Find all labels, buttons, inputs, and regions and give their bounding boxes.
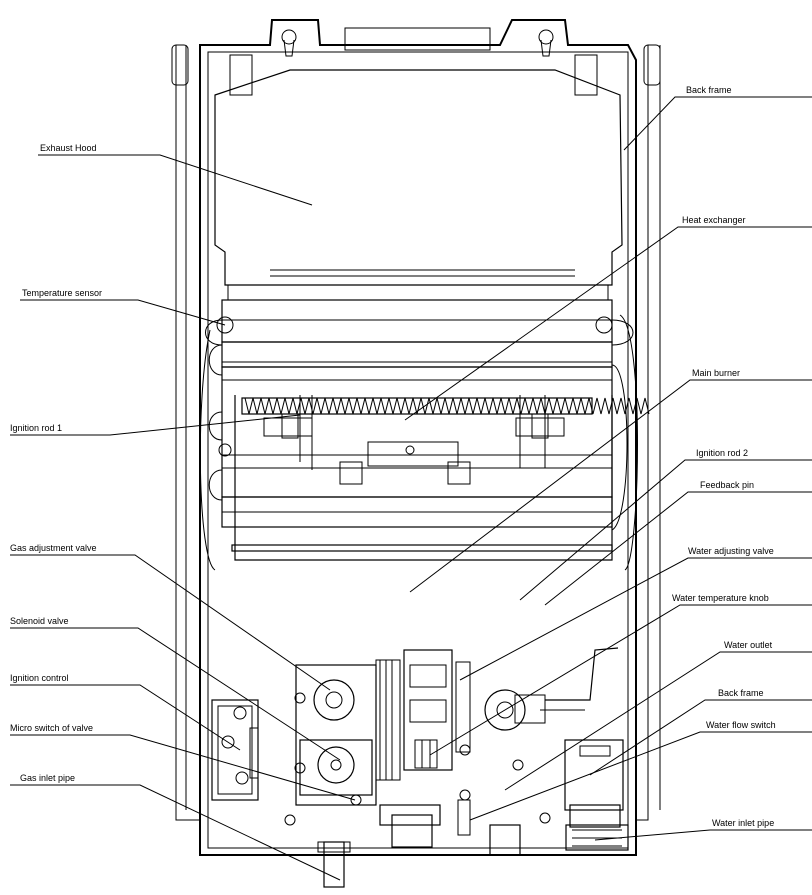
- main-burner: [234, 395, 650, 561]
- control-assembly: [211, 544, 629, 888]
- label-heat-exchanger: Heat exchanger: [682, 215, 746, 225]
- labels-right: Back frame Heat exchanger Main burner Ig…: [672, 85, 776, 828]
- label-feedback-pin: Feedback pin: [700, 480, 754, 490]
- leader-lines: [10, 96, 812, 881]
- heat-exchanger: [199, 299, 638, 571]
- label-water-temperature-knob: Water temperature knob: [672, 593, 769, 603]
- label-back-frame-top: Back frame: [686, 85, 732, 95]
- heater-body: [171, 19, 661, 856]
- exhaust-hood: [214, 69, 623, 301]
- label-ignition-control: Ignition control: [10, 673, 69, 683]
- label-main-burner: Main burner: [692, 368, 740, 378]
- label-back-frame-bottom: Back frame: [718, 688, 764, 698]
- label-gas-inlet-pipe: Gas inlet pipe: [20, 773, 75, 783]
- label-micro-switch: Micro switch of valve: [10, 723, 93, 733]
- label-ignition-rod-2: Ignition rod 2: [696, 448, 748, 458]
- labels-left: Exhaust Hood Temperature sensor Ignition…: [10, 143, 102, 783]
- label-exhaust-hood: Exhaust Hood: [40, 143, 97, 153]
- label-temperature-sensor: Temperature sensor: [22, 288, 102, 298]
- label-ignition-rod-1: Ignition rod 1: [10, 423, 62, 433]
- label-water-adjusting-valve: Water adjusting valve: [688, 546, 774, 556]
- label-water-inlet-pipe: Water inlet pipe: [712, 818, 774, 828]
- label-water-outlet: Water outlet: [724, 640, 773, 650]
- label-gas-adjustment-valve: Gas adjustment valve: [10, 543, 97, 553]
- label-solenoid-valve: Solenoid valve: [10, 616, 69, 626]
- label-water-flow-switch: Water flow switch: [706, 720, 776, 730]
